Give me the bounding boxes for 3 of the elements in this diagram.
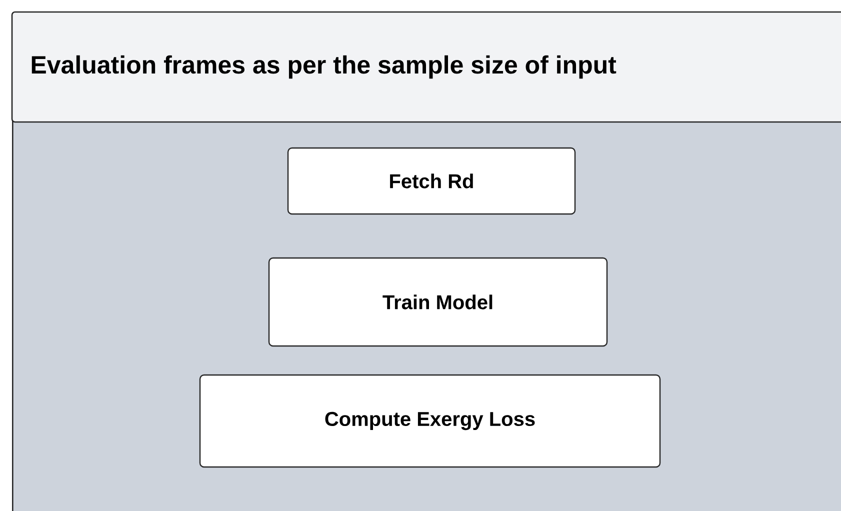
process-box: Compute Exergy Loss — [199, 374, 661, 468]
process-box: Fetch Rd — [287, 147, 576, 215]
process-box: Train Model — [268, 257, 608, 347]
